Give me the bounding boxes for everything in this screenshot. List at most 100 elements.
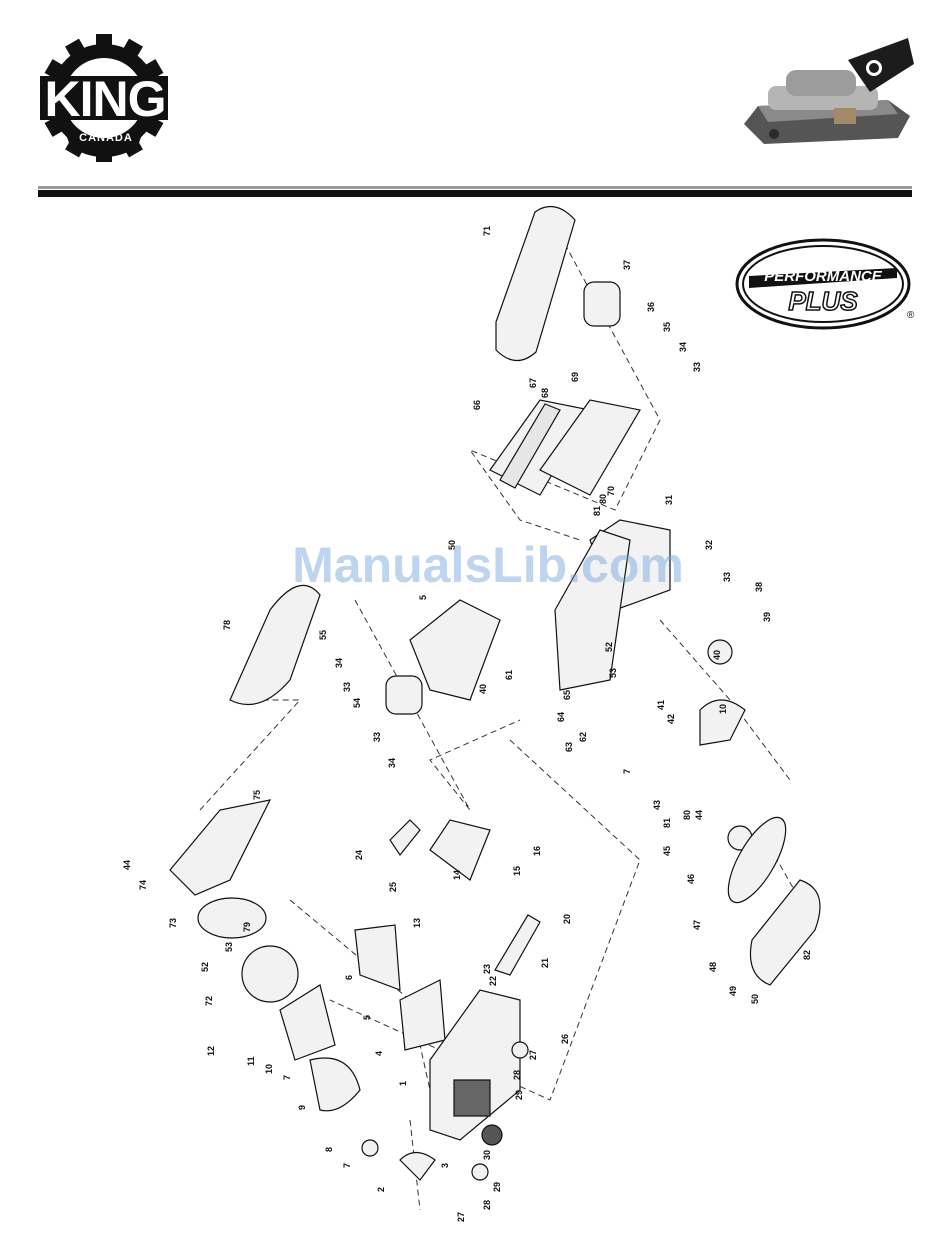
- part-label-81: 81: [592, 506, 602, 516]
- part-label-78: 78: [222, 620, 232, 630]
- part-label-25: 25: [388, 882, 398, 892]
- part-label-42: 42: [666, 714, 676, 724]
- part-label-50: 50: [750, 994, 760, 1004]
- part-label-2: 2: [376, 1187, 386, 1192]
- part-label-75: 75: [252, 790, 262, 800]
- part-label-23: 23: [482, 964, 492, 974]
- part-label-21: 21: [540, 958, 550, 968]
- part-label-82: 82: [802, 950, 812, 960]
- part-label-33: 33: [342, 682, 352, 692]
- part-label-3: 3: [440, 1163, 450, 1168]
- part-label-48: 48: [708, 962, 718, 972]
- part-label-12: 12: [206, 1046, 216, 1056]
- part-label-64: 64: [556, 712, 566, 722]
- part-label-36: 36: [646, 302, 656, 312]
- part-label-41: 41: [656, 700, 666, 710]
- part-label-40: 40: [712, 650, 722, 660]
- part-label-7: 7: [342, 1163, 352, 1168]
- part-label-26: 26: [560, 1034, 570, 1044]
- part-label-55: 55: [318, 630, 328, 640]
- part-label-5: 5: [418, 595, 428, 600]
- part-label-38: 38: [754, 582, 764, 592]
- part-label-46: 46: [686, 874, 696, 884]
- part-label-33: 33: [372, 732, 382, 742]
- watermark-text: ManualsLib.com: [292, 537, 684, 593]
- part-label-72: 72: [204, 996, 214, 1006]
- part-label-9: 9: [297, 1105, 307, 1110]
- brand-subtitle: CANADA: [79, 132, 133, 144]
- belt-sander-photo: [744, 38, 914, 144]
- part-shapes: [169, 205, 821, 1181]
- badge-line1: PERFORMANCE: [764, 268, 882, 285]
- part-label-34: 34: [678, 342, 688, 352]
- part-label-69: 69: [570, 372, 580, 382]
- part-number-labels: 7137363534336667686981807031325053338394…: [122, 226, 812, 1222]
- part-label-7: 7: [282, 1075, 292, 1080]
- part-label-52: 52: [200, 962, 210, 972]
- part-label-33: 33: [692, 362, 702, 372]
- part-label-80: 80: [598, 494, 608, 504]
- part-label-62: 62: [578, 732, 588, 742]
- part-label-49: 49: [728, 986, 738, 996]
- part-label-70: 70: [606, 486, 616, 496]
- part-label-8: 8: [324, 1147, 334, 1152]
- part-label-13: 13: [412, 918, 422, 928]
- part-label-35: 35: [662, 322, 672, 332]
- part-label-11: 11: [246, 1056, 256, 1066]
- part-label-63: 63: [564, 742, 574, 752]
- part-label-10: 10: [264, 1064, 274, 1074]
- part-label-65: 65: [562, 690, 572, 700]
- part-label-52: 52: [604, 642, 614, 652]
- part-label-47: 47: [692, 920, 702, 930]
- part-label-5: 5: [362, 1015, 372, 1020]
- part-label-10: 10: [718, 704, 728, 714]
- part-label-27: 27: [528, 1050, 538, 1060]
- part-label-68: 68: [540, 388, 550, 398]
- part-label-81: 81: [662, 818, 672, 828]
- part-label-34: 34: [334, 658, 344, 668]
- part-label-31: 31: [664, 495, 674, 505]
- part-label-40: 40: [478, 684, 488, 694]
- badge-line2: PLUS: [788, 286, 858, 316]
- part-label-45: 45: [662, 846, 672, 856]
- part-label-79: 79: [242, 922, 252, 932]
- part-label-74: 74: [138, 880, 148, 890]
- part-label-71: 71: [482, 226, 492, 236]
- performance-plus-badge: PERFORMANCE PLUS ®: [735, 238, 915, 330]
- part-label-15: 15: [512, 866, 522, 876]
- part-label-1: 1: [398, 1081, 408, 1086]
- part-label-14: 14: [452, 870, 462, 880]
- part-label-44: 44: [122, 860, 132, 870]
- part-label-80: 80: [682, 810, 692, 820]
- part-label-24: 24: [354, 850, 364, 860]
- part-label-4: 4: [374, 1051, 384, 1056]
- header-rule-gray: [38, 186, 912, 189]
- header-rule: [38, 190, 912, 197]
- part-label-28: 28: [482, 1200, 492, 1210]
- part-label-27: 27: [456, 1212, 466, 1222]
- part-label-50: 50: [447, 540, 457, 550]
- part-label-73: 73: [168, 918, 178, 928]
- part-label-66: 66: [472, 400, 482, 410]
- part-label-37: 37: [622, 260, 632, 270]
- part-label-7: 7: [622, 769, 632, 774]
- part-label-67: 67: [528, 378, 538, 388]
- part-label-44: 44: [694, 810, 704, 820]
- brand-name: KING: [44, 71, 167, 127]
- part-label-53: 53: [224, 942, 234, 952]
- part-label-43: 43: [652, 800, 662, 810]
- part-label-20: 20: [562, 914, 572, 924]
- badge-registered: ®: [907, 310, 915, 321]
- part-label-33: 33: [722, 572, 732, 582]
- part-label-6: 6: [344, 975, 354, 980]
- part-label-22: 22: [488, 976, 498, 986]
- part-label-32: 32: [704, 540, 714, 550]
- part-label-29: 29: [492, 1182, 502, 1192]
- part-label-54: 54: [352, 698, 362, 708]
- king-canada-logo: [40, 34, 168, 162]
- part-label-29: 29: [514, 1090, 524, 1100]
- part-label-16: 16: [532, 846, 542, 856]
- part-label-61: 61: [504, 670, 514, 680]
